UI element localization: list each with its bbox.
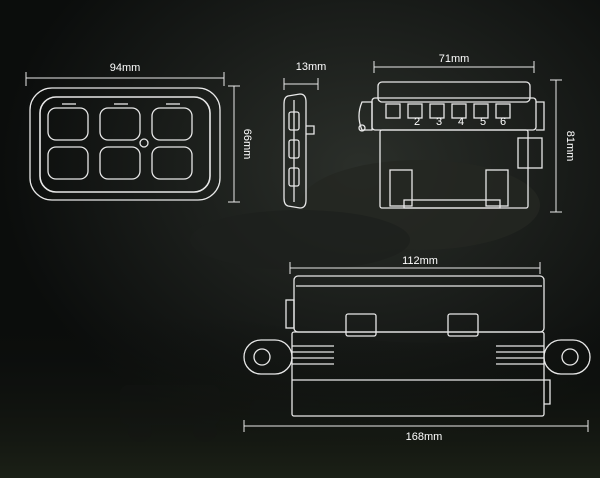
relay-box-end-view xyxy=(358,81,545,209)
panel-width-label: 94mm xyxy=(110,62,141,74)
box-width-label: 71mm xyxy=(439,53,470,65)
dimension-box-width xyxy=(373,61,535,73)
panel-button-5 xyxy=(99,146,141,180)
dimension-panel-depth xyxy=(283,78,319,90)
relay-number-2: 2 xyxy=(414,116,420,128)
dimension-panel-height xyxy=(228,85,240,203)
dimension-panel-width xyxy=(25,72,225,86)
dimension-box-length xyxy=(289,262,541,274)
box-length-label: 112mm xyxy=(402,255,438,267)
power-icon xyxy=(139,138,149,148)
mount-length-label: 168mm xyxy=(406,431,443,443)
box-height-label: 81mm xyxy=(564,131,576,162)
panel-button-4 xyxy=(47,146,89,180)
panel-button-1 xyxy=(47,107,89,141)
panel-button-6 xyxy=(151,146,193,180)
relay-box-side-view xyxy=(243,275,591,417)
panel-height-label: 66mm xyxy=(241,129,253,160)
panel-depth-label: 13mm xyxy=(296,61,327,73)
control-panel-side-view xyxy=(283,93,315,209)
dimension-box-height xyxy=(550,79,562,213)
dimension-mount-length xyxy=(243,420,589,432)
panel-button-3 xyxy=(151,107,193,141)
relay-number-3: 3 xyxy=(436,116,442,128)
control-panel-front-view xyxy=(29,87,221,201)
relay-number-5: 5 xyxy=(480,116,486,128)
relay-number-4: 4 xyxy=(458,116,464,128)
panel-button-2 xyxy=(99,107,141,141)
relay-number-6: 6 xyxy=(500,116,506,128)
